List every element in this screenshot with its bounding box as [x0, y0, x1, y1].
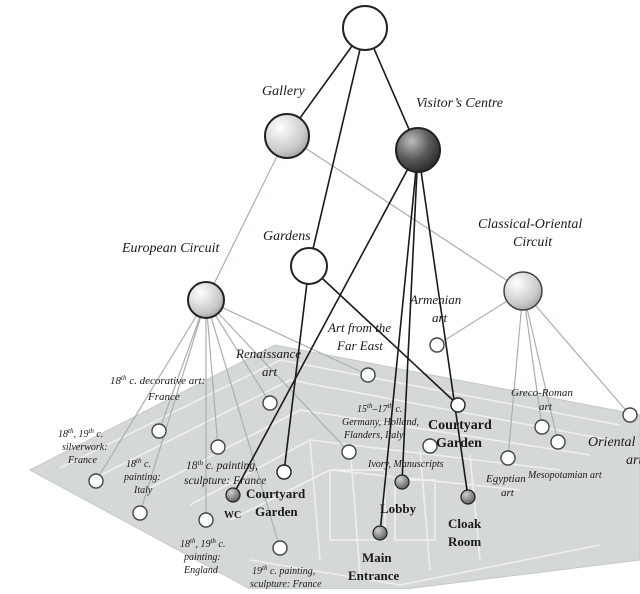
courtyard-garden-left-label-2: Garden	[255, 504, 298, 519]
italy-painting-node	[210, 439, 226, 455]
gallery-node	[264, 113, 310, 159]
germany-label-1: 15th–17th c.	[357, 402, 402, 415]
facility-nodes	[225, 474, 476, 541]
italy-label-1: 18th c.	[126, 457, 151, 470]
silverwork-node	[88, 473, 104, 489]
england-label-3: England	[183, 565, 219, 576]
england-label-2: painting:	[183, 552, 221, 563]
armenian-label-2: art	[432, 310, 448, 325]
exhibit-nodes	[88, 337, 638, 556]
far-east-label-1: Art from the	[327, 320, 391, 335]
cloak-room-node	[460, 489, 476, 505]
greco-roman-label-2: art	[539, 401, 553, 413]
courtyard-garden-right-label-2: Garden	[436, 436, 482, 451]
renaissance-node	[262, 395, 278, 411]
silverwork-label-2: silverwork:	[62, 442, 108, 453]
painting-19-label-2: sculpture: France	[250, 579, 322, 589]
mesopotamian-label: Mesopotamian art	[527, 470, 602, 481]
classical-oriental-node	[503, 271, 543, 311]
lobby-node	[394, 474, 410, 490]
dec-art-node	[151, 423, 167, 439]
armenian-art-node	[429, 337, 445, 353]
england-painting-node	[198, 512, 214, 528]
england-label-1: 18th, 19th c.	[180, 537, 225, 550]
dec-art-label-2: France	[147, 391, 180, 403]
germany-label-2: Germany, Holland,	[342, 417, 419, 428]
egyptian-label-1: Egyptian	[485, 473, 526, 485]
classical-oriental-label-line1: Classical-Oriental	[478, 217, 582, 232]
oriental-art-node	[622, 407, 638, 423]
cloak-room-label-2: Room	[448, 534, 481, 549]
italy-label-2: painting:	[123, 472, 161, 483]
armenian-label-1: Armenian	[409, 292, 461, 307]
painting-19-node	[272, 540, 288, 556]
oriental-label-1: Oriental	[588, 435, 636, 450]
european-circuit-label: European Circuit	[121, 241, 220, 256]
greco-roman-node	[534, 419, 550, 435]
silverwork-label-1: 18th, 19th c.	[58, 427, 103, 440]
painting-sculpture-18-label-1: 18th c. painting,	[186, 459, 258, 472]
cloak-room-label-1: Cloak	[448, 516, 482, 531]
ivory-node	[422, 438, 438, 454]
main-entrance-label-1: Main	[362, 550, 392, 565]
dec-art-label-1: 18th c. decorative art:	[110, 374, 205, 387]
wc-label: WC	[224, 510, 241, 521]
egyptian-label-2: art	[501, 487, 515, 499]
far-east-label-2: Far East	[336, 338, 383, 353]
germany-node	[341, 444, 357, 460]
renaissance-label-1: Renaissance	[235, 346, 301, 361]
oriental-label-2: art	[626, 453, 640, 468]
root-node	[342, 5, 388, 51]
gardens-node	[290, 247, 328, 285]
courtyard-garden-right-label-1: Courtyard	[428, 418, 492, 433]
renaissance-label-2: art	[262, 364, 278, 379]
italy-label-3: Italy	[133, 485, 153, 496]
main-entrance-node	[372, 525, 388, 541]
gardens-label: Gardens	[263, 229, 311, 244]
silverwork-label-3: France	[67, 455, 97, 466]
lobby-label: Lobby	[380, 501, 417, 516]
germany-label-3: Flanders, Italy	[343, 430, 404, 441]
gallery-label: Gallery	[262, 84, 306, 99]
european-circuit-node	[187, 281, 225, 319]
courtyard-garden-left-label-1: Courtyard	[246, 486, 306, 501]
far-east-node	[360, 367, 376, 383]
main-entrance-label-2: Entrance	[348, 568, 400, 583]
visitors-centre-node	[395, 127, 441, 173]
painting-sculpture-18-label-2: sculpture: France	[184, 475, 266, 487]
visitors-centre-label: Visitor’s Centre	[416, 96, 503, 111]
ivory-label: Ivory, Manuscripts	[367, 459, 444, 470]
egyptian-node	[500, 450, 516, 466]
classical-oriental-label-line2: Circuit	[513, 235, 553, 250]
courtyard-garden-right-node	[450, 397, 466, 413]
wc-node	[225, 487, 241, 503]
floor-plan-lines	[59, 359, 621, 586]
painting-sculpture-18-node	[132, 505, 148, 521]
painting-19-label-1: 19th c. painting,	[252, 564, 315, 577]
greco-roman-label-1: Greco-Roman	[511, 387, 573, 399]
light-edges	[95, 135, 631, 549]
dark-edges	[232, 27, 469, 534]
mesopotamian-node	[550, 434, 566, 450]
courtyard-garden-left-node	[276, 464, 292, 480]
